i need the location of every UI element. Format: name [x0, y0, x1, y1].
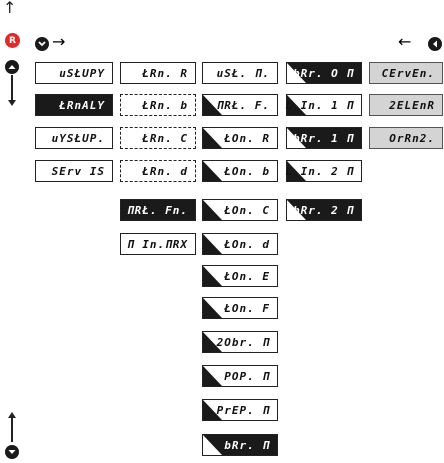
setting-ust[interactable]: uSŁ. Π.: [202, 62, 278, 84]
menu-vystup[interactable]: uYSŁUP.: [35, 127, 113, 149]
min-max[interactable]: Π In.ΠRX: [120, 233, 196, 255]
setting-prep[interactable]: PrEP. Π: [202, 399, 278, 421]
math-functions[interactable]: ΠRŁ. Fn.: [120, 199, 196, 221]
down-arrow-icon: [11, 75, 13, 102]
up-button-icon[interactable]: [5, 59, 19, 78]
up-arrow-bottom-icon: [11, 418, 13, 442]
channel-a[interactable]: ŁRn. R: [120, 62, 196, 84]
setting-ton-d[interactable]: ŁOn. d: [202, 233, 278, 255]
right-arrow-icon: →: [52, 32, 66, 51]
down-button-icon[interactable]: [5, 444, 19, 463]
setting-zobr[interactable]: 2Obr. Π: [202, 331, 278, 353]
color-red[interactable]: CErvEn.: [369, 62, 443, 84]
bar-2-m[interactable]: bRr. 2 Π: [286, 199, 362, 221]
reset-symbol: R: [9, 35, 16, 46]
setting-mat-f[interactable]: ΠRŁ. F.: [202, 94, 278, 116]
setting-ton-e[interactable]: ŁOn. E: [202, 265, 278, 287]
setting-ton-b[interactable]: ŁOn. b: [202, 160, 278, 182]
channel-d[interactable]: ŁRn. d: [120, 160, 196, 182]
reset-button-icon[interactable]: R: [5, 33, 20, 48]
up-arrow-icon: ↑: [3, 0, 17, 17]
channel-b[interactable]: ŁRn. b: [120, 94, 196, 116]
menu-ustupy[interactable]: uSŁUPY: [35, 62, 113, 84]
setting-bar[interactable]: bRr. Π: [202, 434, 278, 456]
setting-ton-c[interactable]: ŁOn. C: [202, 199, 278, 221]
color-green[interactable]: 2ELEnR: [369, 94, 443, 116]
lin-2-m[interactable]: L In. 2 Π: [285, 160, 362, 182]
setting-pop[interactable]: POP. Π: [202, 365, 278, 387]
lin-1-m[interactable]: L In. 1 Π: [285, 94, 362, 116]
menu-kanaly[interactable]: ŁRnALY: [35, 94, 113, 116]
bar-1-m[interactable]: bRr. 1 Π: [286, 127, 362, 149]
down-arrow-head: [8, 100, 16, 106]
enter-button-icon[interactable]: [35, 36, 49, 55]
channel-c[interactable]: ŁRn. C: [120, 127, 196, 149]
bar-0-m[interactable]: bRr. O Π: [286, 62, 362, 84]
setting-ton-f[interactable]: ŁOn. F: [202, 297, 278, 319]
up-arrow-bottom-head: [8, 412, 16, 418]
color-orange[interactable]: OrRn2.: [369, 127, 443, 149]
left-button-icon[interactable]: [428, 36, 442, 55]
setting-ton-a[interactable]: ŁOn. R: [202, 127, 278, 149]
left-arrow-icon: ←: [398, 32, 412, 51]
menu-servis[interactable]: SErv IS: [35, 160, 113, 182]
